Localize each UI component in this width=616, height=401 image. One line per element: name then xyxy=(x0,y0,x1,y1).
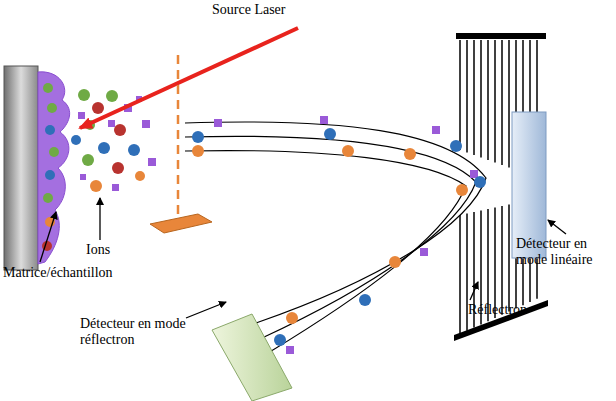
laser-beam xyxy=(80,28,298,128)
matrix xyxy=(38,72,70,264)
ion-cloud xyxy=(71,89,156,192)
reflectron-label: Réflectron xyxy=(468,302,568,318)
ions-in-flight xyxy=(192,116,486,354)
grid-plate xyxy=(150,214,212,233)
analyte-dots xyxy=(42,83,59,251)
ion-trajectories xyxy=(185,122,486,353)
sample-plate xyxy=(4,66,38,270)
matrix-label: Matrice/échantillon xyxy=(3,265,153,281)
ions-label: Ions xyxy=(86,242,146,258)
reflectron-detector-label: Détecteur en mode réflectron xyxy=(80,316,186,348)
reflectron-end-bar xyxy=(456,33,546,39)
reflectron-detector xyxy=(212,314,292,401)
linear-detector-label: Détecteur en mode linéaire xyxy=(516,236,612,268)
extraction-grid xyxy=(177,55,180,222)
leader-arrows xyxy=(40,198,566,318)
laser-label: Source Laser xyxy=(212,2,332,18)
